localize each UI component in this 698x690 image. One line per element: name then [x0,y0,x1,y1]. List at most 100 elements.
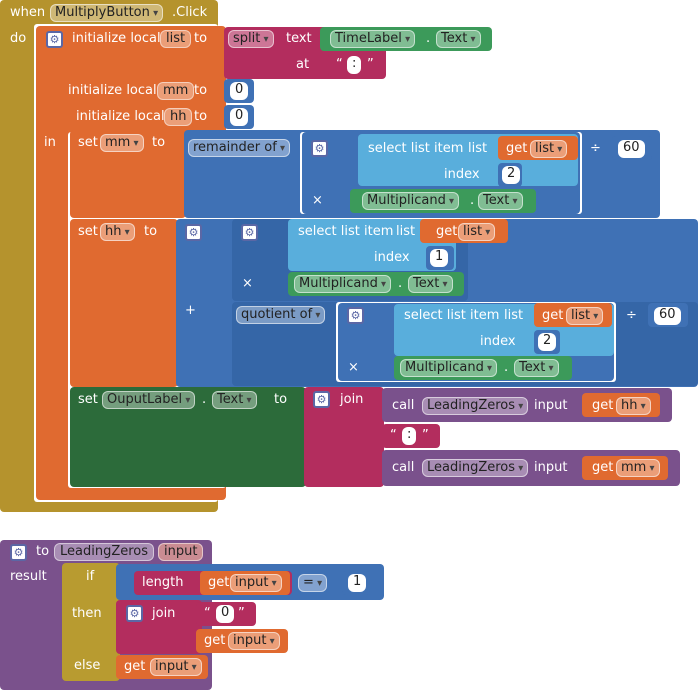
hh2-get-var-dropdown[interactable]: list [566,307,604,325]
set-hh-set-label: set [78,224,98,239]
gear-icon[interactable]: ⚙ [241,224,258,241]
init-list-label: initialize local [72,31,161,46]
gear-icon[interactable]: ⚙ [185,224,202,241]
join-get-var-dropdown[interactable]: input [228,632,280,650]
set-mm-set-label: set [78,135,98,150]
multiplicand-prop-dropdown-hh[interactable]: Text [408,275,453,293]
zero-string-field[interactable]: 0 [216,605,235,623]
proc-param-field[interactable]: input [158,543,204,561]
get-mm-var-dropdown[interactable]: mm [616,459,660,477]
gear-icon[interactable]: ⚙ [126,605,143,622]
set-hh-to-label: to [144,224,158,239]
init-list-var-name[interactable]: list [160,30,192,48]
hh2-select-label: select list item [404,308,500,323]
multiplicand-component-dropdown-hh[interactable]: Multiplicand [294,275,392,293]
if-label: if [86,569,95,584]
timelabel-prop-dropdown[interactable]: Text [436,30,481,48]
mm-list-label: list [468,141,488,156]
init-list-to-label: to [194,31,208,46]
call-input-label-hh: input [534,398,568,413]
init-hh-to-label: to [194,109,208,124]
init-hh-number-field[interactable]: 0 [230,108,249,126]
hh-index-label: index [374,250,410,265]
set-hh-var-dropdown[interactable]: hh [100,223,135,241]
multiplicand-dot: . [470,193,475,208]
proc-result-label: result [10,569,47,584]
event-component-dropdown[interactable]: MultiplyButton [50,4,164,22]
join-label-proc: join [152,606,176,621]
init-mm-number-field[interactable]: 0 [230,82,249,100]
timelabel-component-dropdown[interactable]: TimeLabel [330,30,416,48]
proc-to-label: to [36,544,50,559]
gear-icon[interactable]: ⚙ [313,391,330,408]
multiplicand-component-dropdown-hh2[interactable]: Multiplicand [400,359,498,377]
output-dot: . [202,392,207,407]
get-mm-label: get [592,460,614,475]
mm-index-number-field[interactable]: 2 [502,166,521,184]
zero-close-quote: ” [238,606,245,621]
mm-divide-label: ÷ [590,141,601,156]
split-text-label: text [286,31,312,46]
quotient-dropdown[interactable]: quotient of [236,306,326,324]
output-component-dropdown[interactable]: OuputLabel [102,391,196,409]
get-hh-var-dropdown[interactable]: hh [616,397,651,415]
mm-get-var-dropdown[interactable]: list [530,140,568,158]
set-output-set-label: set [78,392,98,407]
else-label: else [74,658,101,673]
hh2-list-label: list [504,308,524,323]
sep-string-field[interactable]: : [347,56,362,74]
event-do-label: do [10,31,27,46]
hh-index-number-field[interactable]: 1 [430,249,449,267]
multiplicand-dot-hh2: . [504,360,509,375]
else-get-var-dropdown[interactable]: input [150,658,202,676]
sep-close-quote: ” [367,57,374,72]
mm-times-label: × [312,193,323,208]
hh-times-label: × [242,276,253,291]
split-dropdown[interactable]: split [228,30,274,48]
cmp-number-field[interactable]: 1 [348,574,367,592]
init-hh-var-name[interactable]: hh [164,108,193,126]
mm-divisor-number-field[interactable]: 60 [618,140,645,158]
hh-get-label: get [436,224,458,239]
timelabel-dot: . [426,31,431,46]
event-name-label: .Click [172,5,208,20]
then-label: then [72,606,102,621]
hh2-divisor-number-field[interactable]: 60 [654,307,681,325]
multiplicand-dot-hh: . [398,276,403,291]
output-sep-string-field[interactable]: : [402,427,417,445]
multiplicand-component-dropdown[interactable]: Multiplicand [362,192,460,210]
equals-operator-dropdown[interactable]: = [298,574,328,592]
proc-name-field[interactable]: LeadingZeros [54,543,155,561]
init-mm-label: initialize local [68,83,157,98]
length-get-var-dropdown[interactable]: input [230,574,282,592]
set-mm-var-dropdown[interactable]: mm [100,134,144,152]
gear-icon[interactable]: ⚙ [347,307,364,324]
else-get-label: get [124,659,146,674]
multiplicand-prop-dropdown[interactable]: Text [478,192,523,210]
init-mm-var-name[interactable]: mm [157,82,195,100]
split-at-label: at [296,57,310,72]
output-sep-close-quote: ” [422,428,429,443]
hh-get-var-dropdown[interactable]: list [458,223,496,241]
mm-index-label: index [444,167,480,182]
gear-icon[interactable]: ⚙ [311,140,328,157]
call-proc-dropdown-hh[interactable]: LeadingZeros [422,397,529,415]
call-proc-dropdown-mm[interactable]: LeadingZeros [422,459,529,477]
hh2-index-number-field[interactable]: 2 [538,333,557,351]
init-hh-label: initialize local [76,109,165,124]
remainder-dropdown[interactable]: remainder of [188,139,290,157]
join-label-output: join [340,392,364,407]
output-prop-dropdown[interactable]: Text [212,391,257,409]
length-label: length [142,575,184,590]
output-to-label: to [274,392,288,407]
call-input-label-mm: input [534,460,568,475]
length-get-label: get [208,575,230,590]
set-hh-block[interactable] [70,219,178,387]
hh2-get-label: get [542,308,564,323]
hh-list-label: list [396,224,416,239]
gear-icon[interactable]: ⚙ [10,544,27,561]
call-label-hh: call [392,398,415,413]
multiplicand-prop-dropdown-hh2[interactable]: Text [514,359,559,377]
if-then-else-block[interactable] [62,563,120,681]
gear-icon[interactable]: ⚙ [46,31,63,48]
